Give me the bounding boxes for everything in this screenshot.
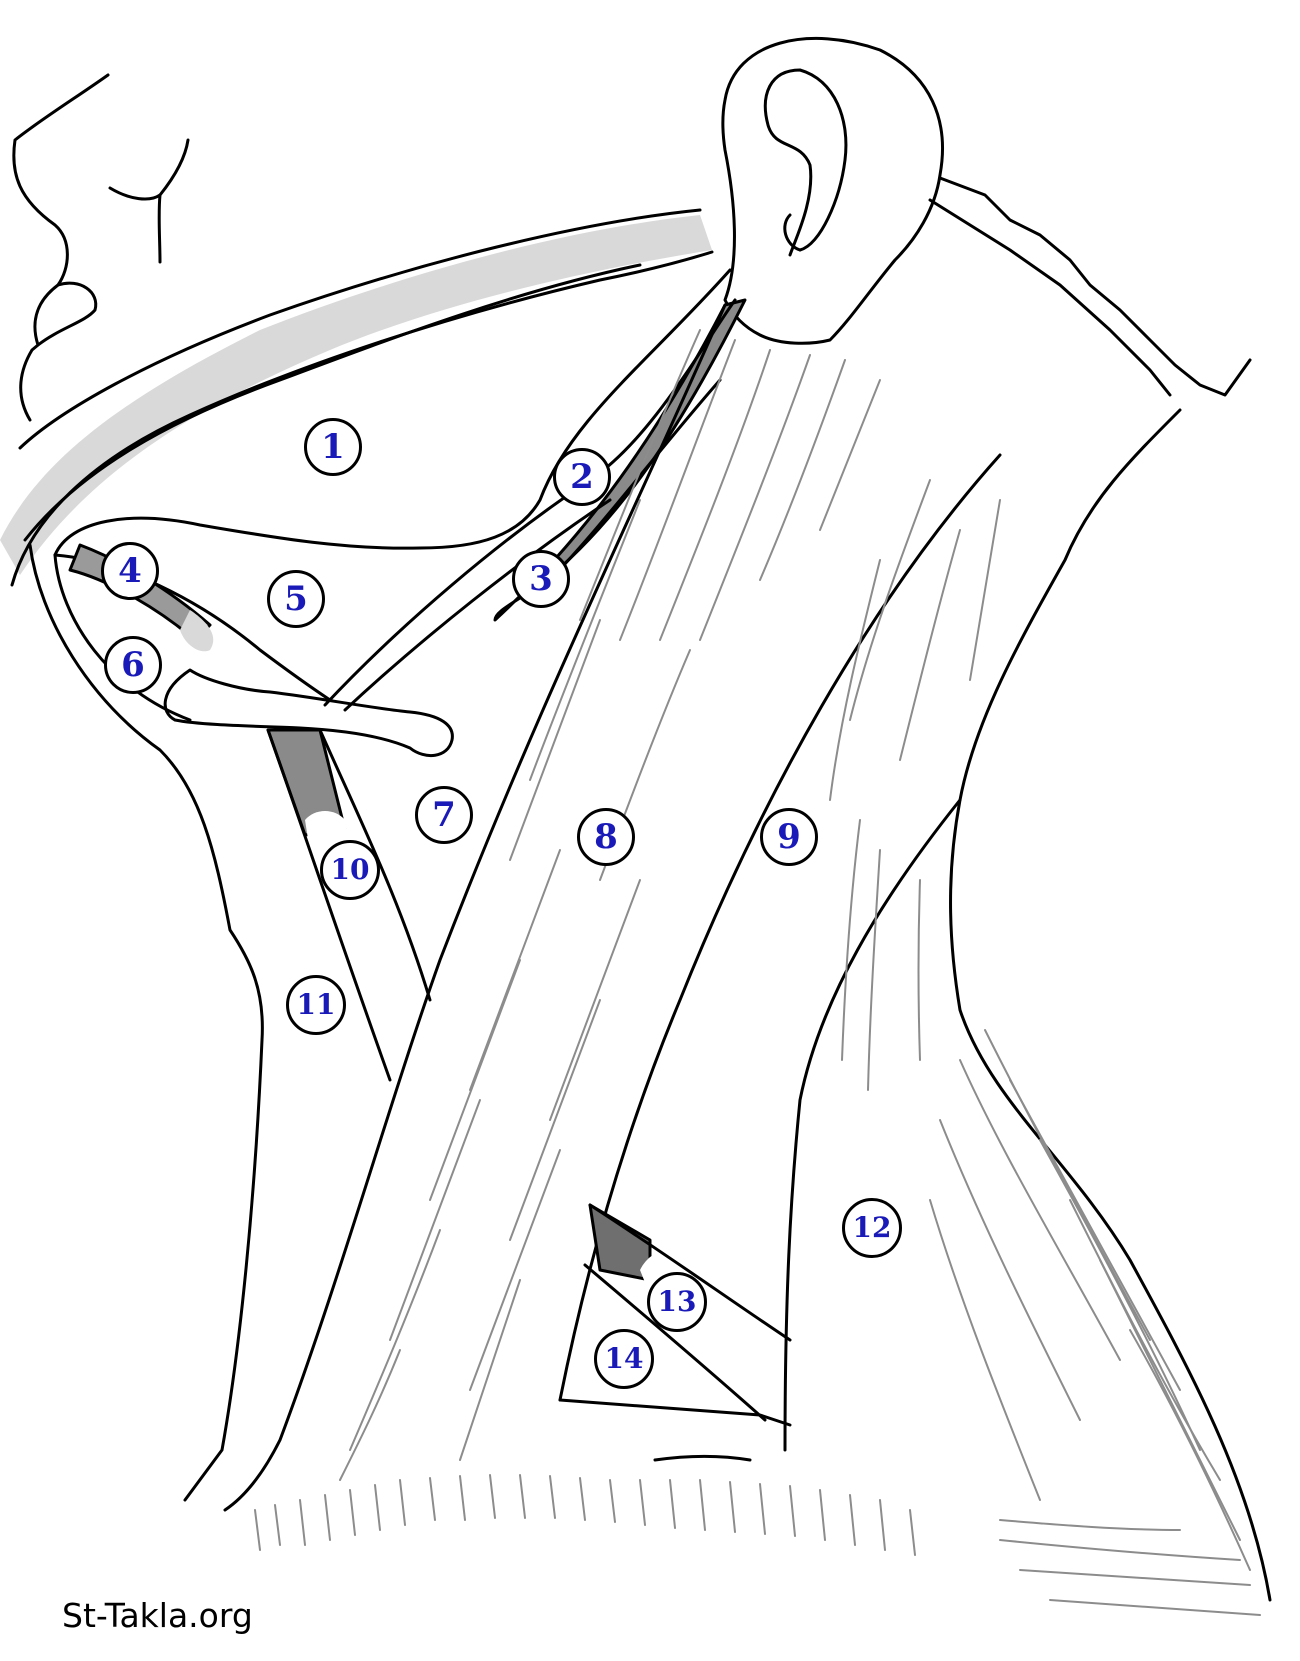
label-marker-7: 7	[415, 786, 473, 844]
label-marker-8: 8	[577, 808, 635, 866]
label-marker-14: 14	[594, 1329, 654, 1389]
base-fibers	[254, 1474, 1261, 1616]
label-marker-12: 12	[842, 1198, 902, 1258]
digastric-anterior-light	[180, 610, 214, 652]
label-marker-6: 6	[104, 636, 162, 694]
label-marker-13: 13	[647, 1272, 707, 1332]
anterior-neck	[28, 543, 264, 1502]
label-marker-2: 2	[553, 448, 611, 506]
mandible-upper-edge	[18, 208, 702, 450]
digastric-anterior-outline	[53, 268, 732, 557]
label-marker-3: 3	[512, 550, 570, 608]
label-marker-5: 5	[267, 570, 325, 628]
cheek-line	[157, 193, 162, 264]
clavicle	[558, 1398, 792, 1427]
ear-lobe	[783, 213, 802, 252]
face-profile	[12, 73, 110, 422]
ear-inner	[763, 68, 848, 257]
label-marker-9: 9	[760, 808, 818, 866]
mandible-inner-edge	[23, 263, 642, 542]
label-marker-1: 1	[304, 418, 362, 476]
nasolabial-fold	[108, 138, 190, 201]
label-marker-11: 11	[286, 975, 346, 1035]
label-marker-10: 10	[320, 840, 380, 900]
neck-back-inner	[928, 198, 1172, 397]
lower-lip	[36, 281, 98, 347]
hyoid-bone	[163, 668, 454, 757]
neck-back-top	[938, 176, 1252, 397]
site-watermark: St-Takla.org	[62, 1596, 253, 1635]
sternocleidomastoid-front	[223, 303, 727, 1512]
scm-back-fold	[783, 798, 962, 1452]
label-marker-4: 4	[101, 542, 159, 600]
ear-outer	[721, 37, 944, 345]
trapezius-fibers	[929, 1029, 1251, 1571]
mandible-shade	[0, 215, 712, 575]
trapezius-border	[949, 408, 1272, 1602]
